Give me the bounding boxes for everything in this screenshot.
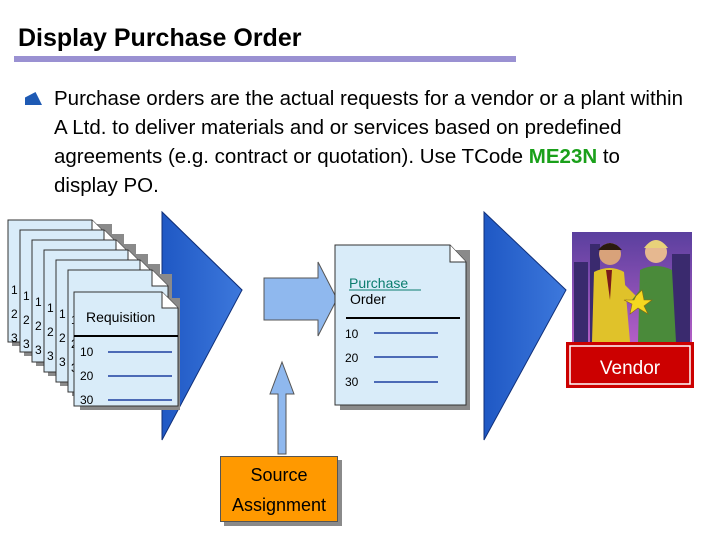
description-paragraph: Purchase orders are the actual requests … xyxy=(54,84,684,200)
source-assignment-line1: Source xyxy=(250,465,308,485)
handshake-business-people-icon xyxy=(572,232,692,342)
requisition-stack-digit: 1 xyxy=(47,301,54,315)
requisition-stack-digit: 2 xyxy=(59,331,66,345)
requisition-stack-fold xyxy=(151,270,168,287)
description-text: Purchase orders are the actual requests … xyxy=(54,87,684,168)
po-label-line1: Purchase xyxy=(349,275,408,291)
requisition-stack-digit: 3 xyxy=(35,343,42,357)
requisition-label: Requisition xyxy=(86,309,155,325)
po-item-20: 20 xyxy=(345,351,359,365)
requisition-stack-digit: 2 xyxy=(11,307,18,321)
requisition-stack-digit: 1 xyxy=(59,307,66,321)
requisition-stack-digit: 2 xyxy=(23,313,30,327)
requisition-stack-digit: 2 xyxy=(47,325,54,339)
description-text-end: to display PO. xyxy=(54,145,620,197)
requisition-document: Requisition 10 20 30 xyxy=(73,291,180,410)
requisition-stack-digit: 1 xyxy=(35,295,42,309)
po-label-line2: Order xyxy=(350,291,386,307)
requisition-stack-digit: 2 xyxy=(35,319,42,333)
requisition-stack-digit: 3 xyxy=(59,355,66,369)
page-title: Display Purchase Order xyxy=(18,24,302,52)
requisition-stack-digit: 3 xyxy=(47,349,54,363)
po-item-10: 10 xyxy=(345,327,359,341)
source-assignment-box: Source Assignment xyxy=(220,456,338,522)
po-item-30: 30 xyxy=(345,375,359,389)
requisition-item-30: 30 xyxy=(80,393,94,407)
requisition-stack-digit: 1 xyxy=(11,283,18,297)
vendor-label: Vendor xyxy=(600,358,661,379)
right-funnel xyxy=(483,210,567,441)
requisition-stack-digit: 3 xyxy=(23,337,30,351)
requisition-item-20: 20 xyxy=(80,369,94,383)
requisition-stack-digit: 3 xyxy=(11,331,18,345)
title-underline xyxy=(14,56,516,62)
source-up-arrow xyxy=(269,360,295,455)
vendor-label-box xyxy=(566,342,694,388)
tcode-highlight: ME23N xyxy=(528,145,598,168)
flow-arrow xyxy=(263,261,338,337)
requisition-item-10: 10 xyxy=(80,345,94,359)
requisition-stack-digit: 1 xyxy=(23,289,30,303)
source-assignment-line2: Assignment xyxy=(231,495,327,515)
purchase-order-document: Purchase Order 10 20 30 xyxy=(334,244,470,410)
